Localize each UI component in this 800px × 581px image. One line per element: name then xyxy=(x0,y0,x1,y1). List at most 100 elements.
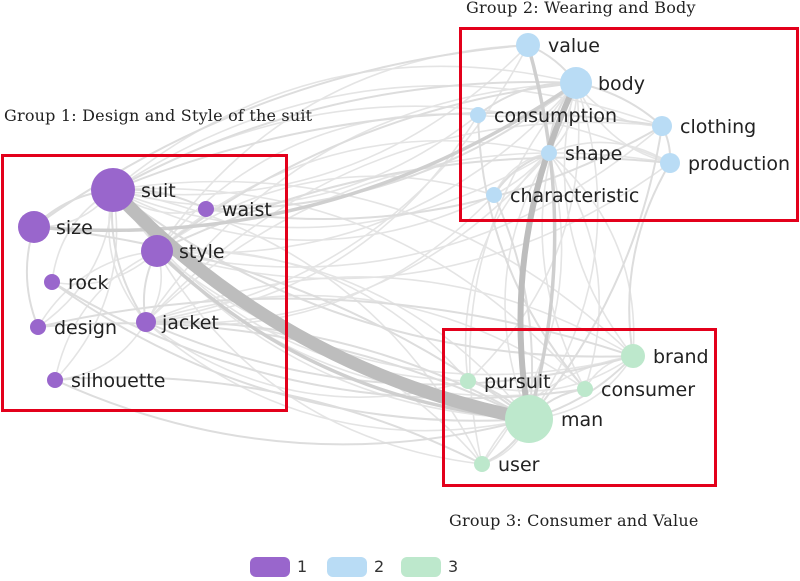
edge-rock-consumer xyxy=(51,281,586,400)
background-edge xyxy=(54,189,118,381)
edge-suit-body xyxy=(112,81,577,191)
background-edge xyxy=(548,152,635,357)
node-shape-circle xyxy=(541,145,557,161)
edge-design-brand xyxy=(37,297,634,357)
group-3-title: Group 3: Consumer and Value xyxy=(449,511,699,530)
node-user: user xyxy=(474,454,540,476)
node-brand: brand xyxy=(621,344,709,368)
edge-jacket-man xyxy=(145,320,530,420)
background-edge xyxy=(156,125,663,268)
group-3-box xyxy=(442,328,717,487)
legend-swatch-1 xyxy=(250,557,290,577)
background-edge xyxy=(156,249,530,420)
group-2-title: Group 2: Wearing and Body xyxy=(466,0,696,17)
edge-consumption-consumer xyxy=(477,114,586,390)
background-edge xyxy=(145,152,671,323)
node-design: design xyxy=(30,317,117,339)
node-silhouette: silhouette xyxy=(47,370,165,392)
background-edge xyxy=(481,355,634,465)
background-edge xyxy=(112,152,550,229)
node-production-circle xyxy=(660,153,680,173)
node-production-label: production xyxy=(688,153,790,175)
edge-clothing-man xyxy=(528,125,663,420)
edge-size-body xyxy=(32,81,578,233)
node-value-label: value xyxy=(548,35,600,57)
node-rock-label: rock xyxy=(68,272,108,294)
background-edge xyxy=(464,152,550,382)
edge-suit-clothing xyxy=(112,111,663,191)
background-edge xyxy=(54,321,147,381)
node-man-circle xyxy=(505,395,553,443)
node-suit-circle xyxy=(91,168,135,212)
legend-swatch-2 xyxy=(327,557,367,577)
node-rock: rock xyxy=(44,272,108,294)
node-jacket: jacket xyxy=(136,312,219,334)
background-edge xyxy=(563,82,634,357)
node-consumer: consumer xyxy=(577,379,695,401)
edge-waist-clothing xyxy=(205,125,663,220)
node-suit: suit xyxy=(91,168,176,212)
node-style-label: style xyxy=(179,241,225,263)
node-design-circle xyxy=(30,319,46,335)
edge-body-man xyxy=(517,80,579,422)
node-consumption: consumption xyxy=(470,105,617,127)
node-style: style xyxy=(141,235,225,267)
node-waist-label: waist xyxy=(222,199,272,221)
node-suit-label: suit xyxy=(141,180,176,202)
legend-label-3: 3 xyxy=(448,557,459,576)
node-characteristic-circle xyxy=(486,187,502,203)
node-user-circle xyxy=(474,456,490,472)
node-characteristic: characteristic xyxy=(486,185,639,207)
node-rock-circle xyxy=(44,274,60,290)
group-2-box xyxy=(459,27,799,222)
legend-swatch-3 xyxy=(401,557,441,577)
node-clothing-label: clothing xyxy=(680,116,756,138)
node-size-circle xyxy=(18,211,50,243)
node-production: production xyxy=(660,153,790,175)
edge-silhouette-man xyxy=(54,379,530,446)
node-style-circle xyxy=(141,235,173,267)
node-silhouette-circle xyxy=(47,372,63,388)
node-silhouette-label: silhouette xyxy=(71,370,165,392)
node-body-label: body xyxy=(598,73,645,95)
node-design-label: design xyxy=(54,317,117,339)
background-edge xyxy=(112,44,529,196)
node-consumption-circle xyxy=(470,107,486,123)
edge-silhouette-user xyxy=(54,376,483,465)
node-pursuit: pursuit xyxy=(460,371,551,393)
node-value-circle xyxy=(516,33,540,57)
background-edge xyxy=(145,194,495,326)
node-jacket-label: jacket xyxy=(161,312,219,334)
background-edge xyxy=(112,180,634,357)
edge-value-man xyxy=(526,43,557,421)
group-1-box xyxy=(1,154,288,412)
background-edge xyxy=(156,162,671,280)
node-pursuit-circle xyxy=(460,373,476,389)
node-man-label: man xyxy=(561,409,603,431)
nodes-layer: suit size waist style rock design jacket silhou… xyxy=(18,33,790,476)
node-body-circle xyxy=(560,67,592,99)
group-1-title: Group 1: Design and Style of the suit xyxy=(4,106,313,125)
node-consumer-label: consumer xyxy=(601,379,695,401)
background-edge xyxy=(112,189,495,241)
background-edge xyxy=(112,65,577,191)
node-size: size xyxy=(18,211,93,243)
node-user-label: user xyxy=(498,454,540,476)
node-value: value xyxy=(516,33,600,57)
background-edge xyxy=(112,114,479,207)
node-size-label: size xyxy=(56,217,93,239)
background-edge xyxy=(37,250,158,328)
node-waist-circle xyxy=(198,201,214,217)
node-shape: shape xyxy=(541,143,622,165)
legend-label-2: 2 xyxy=(374,557,385,576)
node-consumption-label: consumption xyxy=(494,105,617,127)
node-characteristic-label: characteristic xyxy=(510,185,639,207)
edge-design-man xyxy=(37,322,530,420)
node-waist: waist xyxy=(198,199,272,221)
node-clothing-circle xyxy=(652,116,672,136)
background-edge xyxy=(467,82,580,382)
node-brand-circle xyxy=(621,344,645,368)
node-clothing: clothing xyxy=(652,116,756,138)
node-jacket-circle xyxy=(136,312,156,332)
